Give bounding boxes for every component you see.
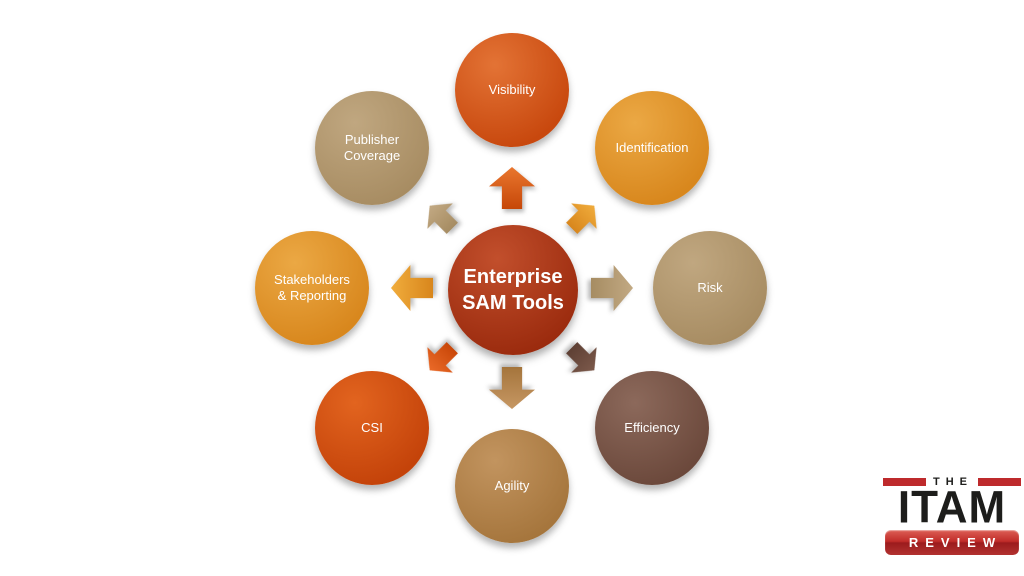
- node-risk-label: Risk: [697, 279, 723, 295]
- arrow-left-shape: [391, 265, 433, 311]
- arrow-up-shape: [489, 167, 535, 209]
- node-agility: Agility: [455, 429, 569, 543]
- arrow-up-right-shape: [559, 193, 607, 241]
- arrow-down-icon: [489, 367, 535, 409]
- logo-review-badge: REVIEW: [885, 530, 1019, 556]
- logo-red-bar-left: [883, 478, 926, 486]
- node-efficiency: Efficiency: [595, 371, 709, 485]
- arrow-left-icon: [391, 265, 433, 311]
- node-visibility-label: Visibility: [488, 81, 536, 97]
- node-stakeholders-reporting: Stakeholders & Reporting: [255, 231, 369, 345]
- node-stakeholders-reporting-label: Stakeholders & Reporting: [274, 271, 350, 303]
- logo-review-text: REVIEW: [908, 535, 1003, 551]
- node-csi-label: CSI: [361, 419, 383, 435]
- node-enterprise-sam-tools-label: Enterprise SAM Tools: [462, 266, 564, 314]
- arrow-down-left-shape: [417, 335, 465, 383]
- node-risk: Risk: [653, 231, 767, 345]
- node-enterprise-sam-tools: Enterprise SAM Tools: [448, 225, 578, 355]
- node-identification: Identification: [595, 91, 709, 205]
- arrow-down-right-icon: [559, 335, 607, 383]
- arrow-up-icon: [489, 167, 535, 209]
- node-identification-label: Identification: [615, 139, 689, 155]
- arrow-down-right-shape: [559, 335, 607, 383]
- node-efficiency-label: Efficiency: [624, 419, 680, 435]
- arrow-up-right-icon: [559, 193, 607, 241]
- node-agility-label: Agility: [494, 477, 530, 493]
- arrow-up-left-icon: [417, 193, 465, 241]
- logo-top-row: THE: [883, 476, 1021, 488]
- arrow-right-icon: [591, 265, 633, 311]
- arrow-down-shape: [489, 367, 535, 409]
- arrow-up-left-shape: [417, 193, 465, 241]
- arrow-right-shape: [591, 265, 633, 311]
- node-publisher-coverage: Publisher Coverage: [315, 91, 429, 205]
- logo-red-bar-right: [978, 478, 1021, 486]
- arrow-down-left-icon: [417, 335, 465, 383]
- node-publisher-coverage-label: Publisher Coverage: [343, 131, 401, 163]
- logo-itam-text: ITAM: [897, 481, 1007, 533]
- node-visibility: Visibility: [455, 33, 569, 147]
- node-csi: CSI: [315, 371, 429, 485]
- itam-review-logo: THE ITAM REVIEW: [883, 476, 1021, 556]
- logo-the-text: THE: [933, 476, 973, 488]
